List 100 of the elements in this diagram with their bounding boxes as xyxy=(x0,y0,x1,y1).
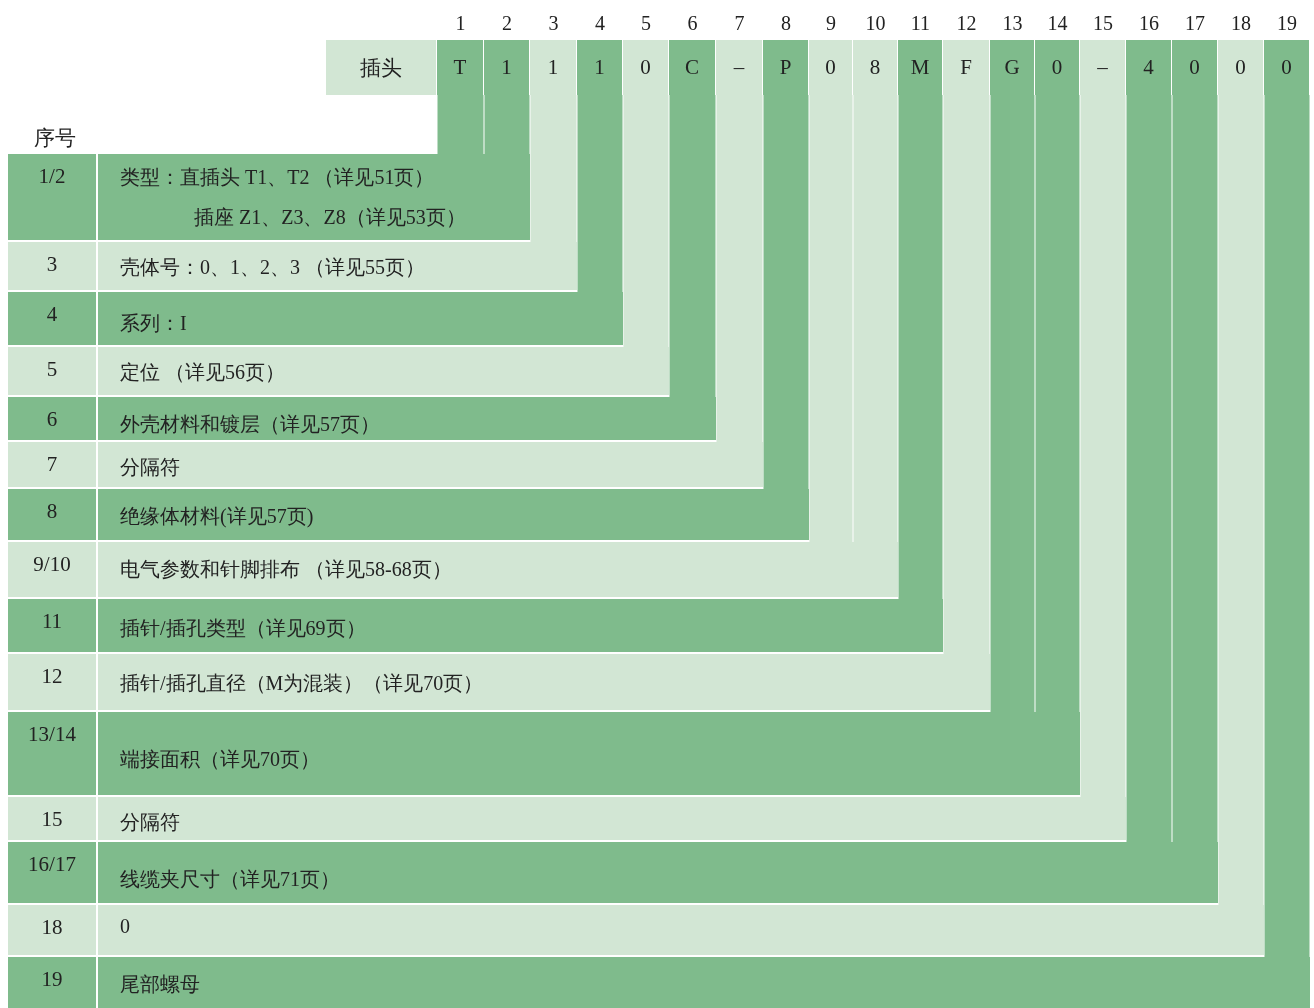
row-number: 8 xyxy=(45,499,59,524)
position-number: 19 xyxy=(1276,12,1298,35)
row-description: 线缆夹尺寸（详见71页） xyxy=(120,867,340,892)
column-band xyxy=(763,95,809,489)
column-band xyxy=(809,95,853,542)
position-number: 12 xyxy=(955,12,978,35)
code-cell: M xyxy=(898,40,943,95)
position-number: 2 xyxy=(501,12,513,35)
row-band xyxy=(8,154,530,240)
row-band xyxy=(8,442,763,487)
column-band xyxy=(530,95,577,242)
row-band xyxy=(8,712,1080,795)
row-band xyxy=(8,797,1126,840)
row-description: 尾部螺母 xyxy=(120,972,200,997)
row-description: 壳体号：0、1、2、3 （详见55页） xyxy=(120,255,425,280)
row-number: 13/14 xyxy=(27,722,77,747)
row-band xyxy=(8,957,1310,1008)
position-number: 6 xyxy=(686,12,699,35)
column-band xyxy=(669,95,716,397)
code-cell: C xyxy=(669,40,716,95)
row-number: 16/17 xyxy=(27,852,77,877)
code-cell: – xyxy=(716,40,763,95)
code-cell: 0 xyxy=(809,40,853,95)
code-cell: T xyxy=(437,40,484,95)
position-number: 3 xyxy=(547,12,560,35)
row-description: 定位 （详见56页） xyxy=(120,360,285,385)
code-cell: 0 xyxy=(1035,40,1080,95)
position-number: 4 xyxy=(594,12,606,35)
column-band xyxy=(898,95,943,599)
row-number: 7 xyxy=(45,452,59,477)
code-cell: 0 xyxy=(1218,40,1264,95)
row-description: 电气参数和针脚排布 （详见58-68页） xyxy=(120,557,452,582)
position-number: 9 xyxy=(825,12,837,35)
code-cell: P xyxy=(763,40,809,95)
row-band xyxy=(8,542,898,597)
position-number: 1 xyxy=(454,12,467,35)
code-cell: 0 xyxy=(1264,40,1310,95)
row-number: 15 xyxy=(40,807,64,832)
position-number: 5 xyxy=(640,12,652,35)
code-cell: 1 xyxy=(530,40,577,95)
row-band xyxy=(8,242,577,290)
position-number: 7 xyxy=(733,12,746,35)
column-band xyxy=(1264,95,1310,957)
row-band xyxy=(8,842,1218,903)
code-cell: 1 xyxy=(484,40,530,95)
code-cell: 0 xyxy=(1172,40,1218,95)
column-band xyxy=(990,95,1035,712)
column-band xyxy=(1172,95,1218,842)
row-description: 插针/插孔直径（M为混装）（详见70页） xyxy=(120,671,484,696)
row-band xyxy=(8,347,669,395)
header-cell: 插头 xyxy=(326,40,437,95)
row-band xyxy=(8,489,809,540)
position-number: 14 xyxy=(1046,12,1069,35)
row-description: 类型：直插头 T1、T2 （详见51页） xyxy=(120,165,435,190)
position-number: 13 xyxy=(1001,12,1024,35)
position-number: 10 xyxy=(864,12,887,35)
column-band xyxy=(1035,95,1080,712)
position-number: 16 xyxy=(1138,12,1160,35)
row-description: 绝缘体材料(详见57页) xyxy=(120,504,314,530)
column-band xyxy=(1080,95,1126,797)
row-number: 9/10 xyxy=(32,552,72,577)
row-description: 分隔符 xyxy=(120,810,180,835)
row-number: 3 xyxy=(45,252,59,277)
row-number: 4 xyxy=(45,302,59,327)
row-band xyxy=(8,292,623,345)
row-description: 0 xyxy=(120,915,130,938)
column-band xyxy=(484,95,530,154)
row-band xyxy=(8,599,943,652)
code-cell: 8 xyxy=(853,40,898,95)
row-description: 插座 Z1、Z3、Z8（详见53页） xyxy=(194,205,466,230)
position-number: 11 xyxy=(909,12,932,35)
row-description: 系列：I xyxy=(120,311,187,336)
column-band xyxy=(437,95,484,154)
position-number: 8 xyxy=(780,12,792,35)
position-number: 15 xyxy=(1092,12,1114,35)
row-band xyxy=(8,397,716,440)
column-band xyxy=(623,95,669,347)
position-number: 18 xyxy=(1230,12,1252,35)
code-cell: – xyxy=(1080,40,1126,95)
row-description: 端接面积（详见70页） xyxy=(120,747,320,772)
column-heading: 序号 xyxy=(34,125,76,152)
row-number: 11 xyxy=(40,609,64,634)
row-number: 5 xyxy=(45,357,59,382)
row-number: 6 xyxy=(45,407,59,432)
row-band xyxy=(8,654,990,710)
column-band xyxy=(943,95,990,654)
code-cell: 4 xyxy=(1126,40,1172,95)
column-band xyxy=(577,95,623,292)
row-band xyxy=(8,905,1264,955)
code-cell: F xyxy=(943,40,990,95)
code-cell: 0 xyxy=(623,40,669,95)
row-number: 19 xyxy=(40,967,64,992)
row-number: 18 xyxy=(40,915,64,940)
column-band xyxy=(853,95,898,542)
column-band xyxy=(1218,95,1264,905)
code-cell: 1 xyxy=(577,40,623,95)
position-number: 17 xyxy=(1184,12,1206,35)
row-number: 12 xyxy=(40,664,64,689)
column-band xyxy=(716,95,763,442)
row-description: 插针/插孔类型（详见69页） xyxy=(120,616,366,641)
